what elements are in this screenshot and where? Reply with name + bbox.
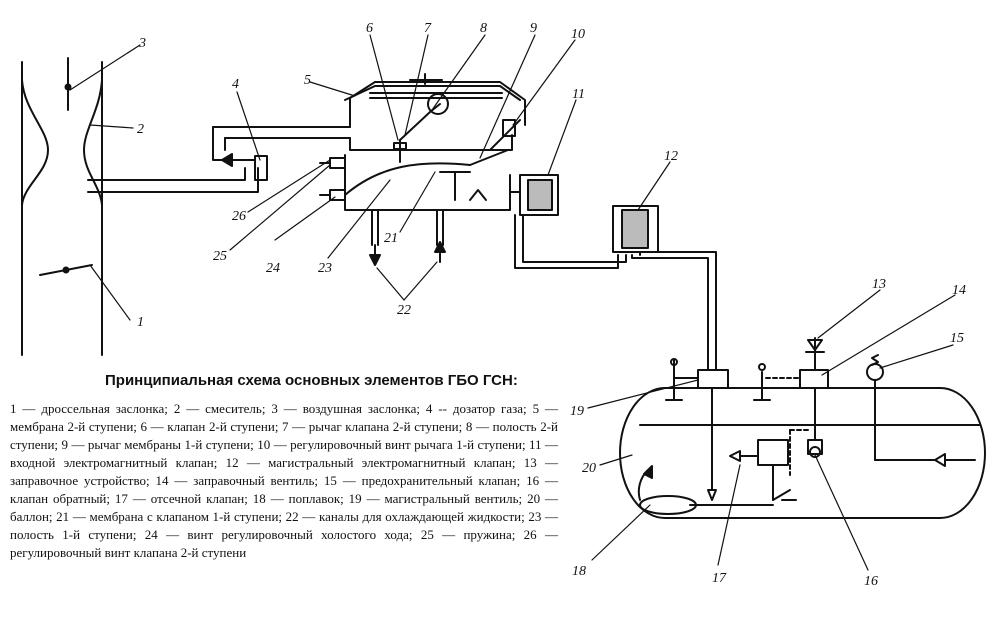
callout-6: 6 (366, 21, 373, 36)
main-valve (665, 358, 729, 501)
callout-5: 5 (304, 73, 311, 88)
filling-valve (753, 337, 829, 441)
caption-title: Принципиальная схема основных элементов … (105, 372, 518, 389)
gas-dispenser (87, 126, 351, 193)
callout-11: 11 (572, 87, 585, 102)
callout-25: 25 (213, 249, 227, 264)
callout-18: 18 (572, 564, 586, 579)
callout-8: 8 (480, 21, 487, 36)
check-valve (807, 439, 823, 458)
mixer (21, 61, 103, 356)
callout-9: 9 (530, 21, 537, 36)
callout-2: 2 (137, 122, 144, 137)
caption-legend: 1 — дроссельная заслонка; 2 — смеситель;… (10, 401, 558, 560)
shutoff-valve (729, 429, 809, 501)
callout-7: 7 (424, 21, 432, 36)
callout-1: 1 (137, 315, 144, 330)
callout-23: 23 (318, 261, 332, 276)
callout-16: 16 (864, 574, 878, 589)
callout-17: 17 (712, 571, 727, 586)
callout-3: 3 (138, 36, 146, 51)
reducer-evaporator (319, 73, 526, 266)
gas-line (514, 214, 717, 371)
callout-12: 12 (664, 149, 678, 164)
callout-21: 21 (384, 231, 398, 246)
callout-22: 22 (397, 303, 411, 318)
callout-20: 20 (582, 461, 596, 476)
callout-24: 24 (266, 261, 280, 276)
main-solenoid-valve (612, 205, 659, 253)
inlet-solenoid-valve (509, 174, 559, 216)
callout-15: 15 (950, 331, 964, 346)
callout-4: 4 (232, 77, 239, 92)
callout-19: 19 (570, 404, 584, 419)
callout-26: 26 (232, 209, 246, 224)
gas-tank (619, 387, 986, 519)
callout-13: 13 (872, 277, 886, 292)
callout-14: 14 (952, 283, 966, 298)
callout-10: 10 (571, 27, 585, 42)
safety-valve (866, 354, 976, 467)
